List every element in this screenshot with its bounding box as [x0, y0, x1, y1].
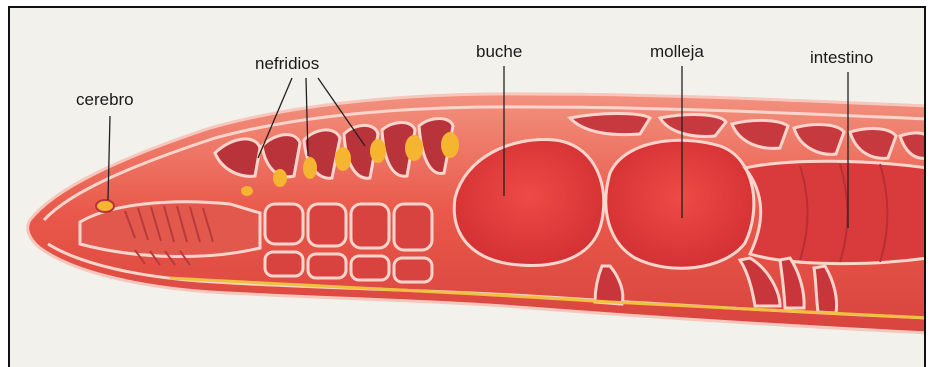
label-cerebro: cerebro	[76, 90, 134, 110]
label-nefridios: nefridios	[255, 54, 319, 74]
label-buche: buche	[476, 42, 522, 62]
brain	[96, 200, 114, 212]
earthworm-illustration	[10, 8, 926, 367]
label-molleja: molleja	[650, 42, 704, 62]
diagram-frame: cerebro nefridios buche molleja intestin…	[8, 6, 926, 367]
gizzard	[606, 140, 754, 268]
intestine	[745, 161, 926, 263]
label-intestino: intestino	[810, 48, 873, 68]
